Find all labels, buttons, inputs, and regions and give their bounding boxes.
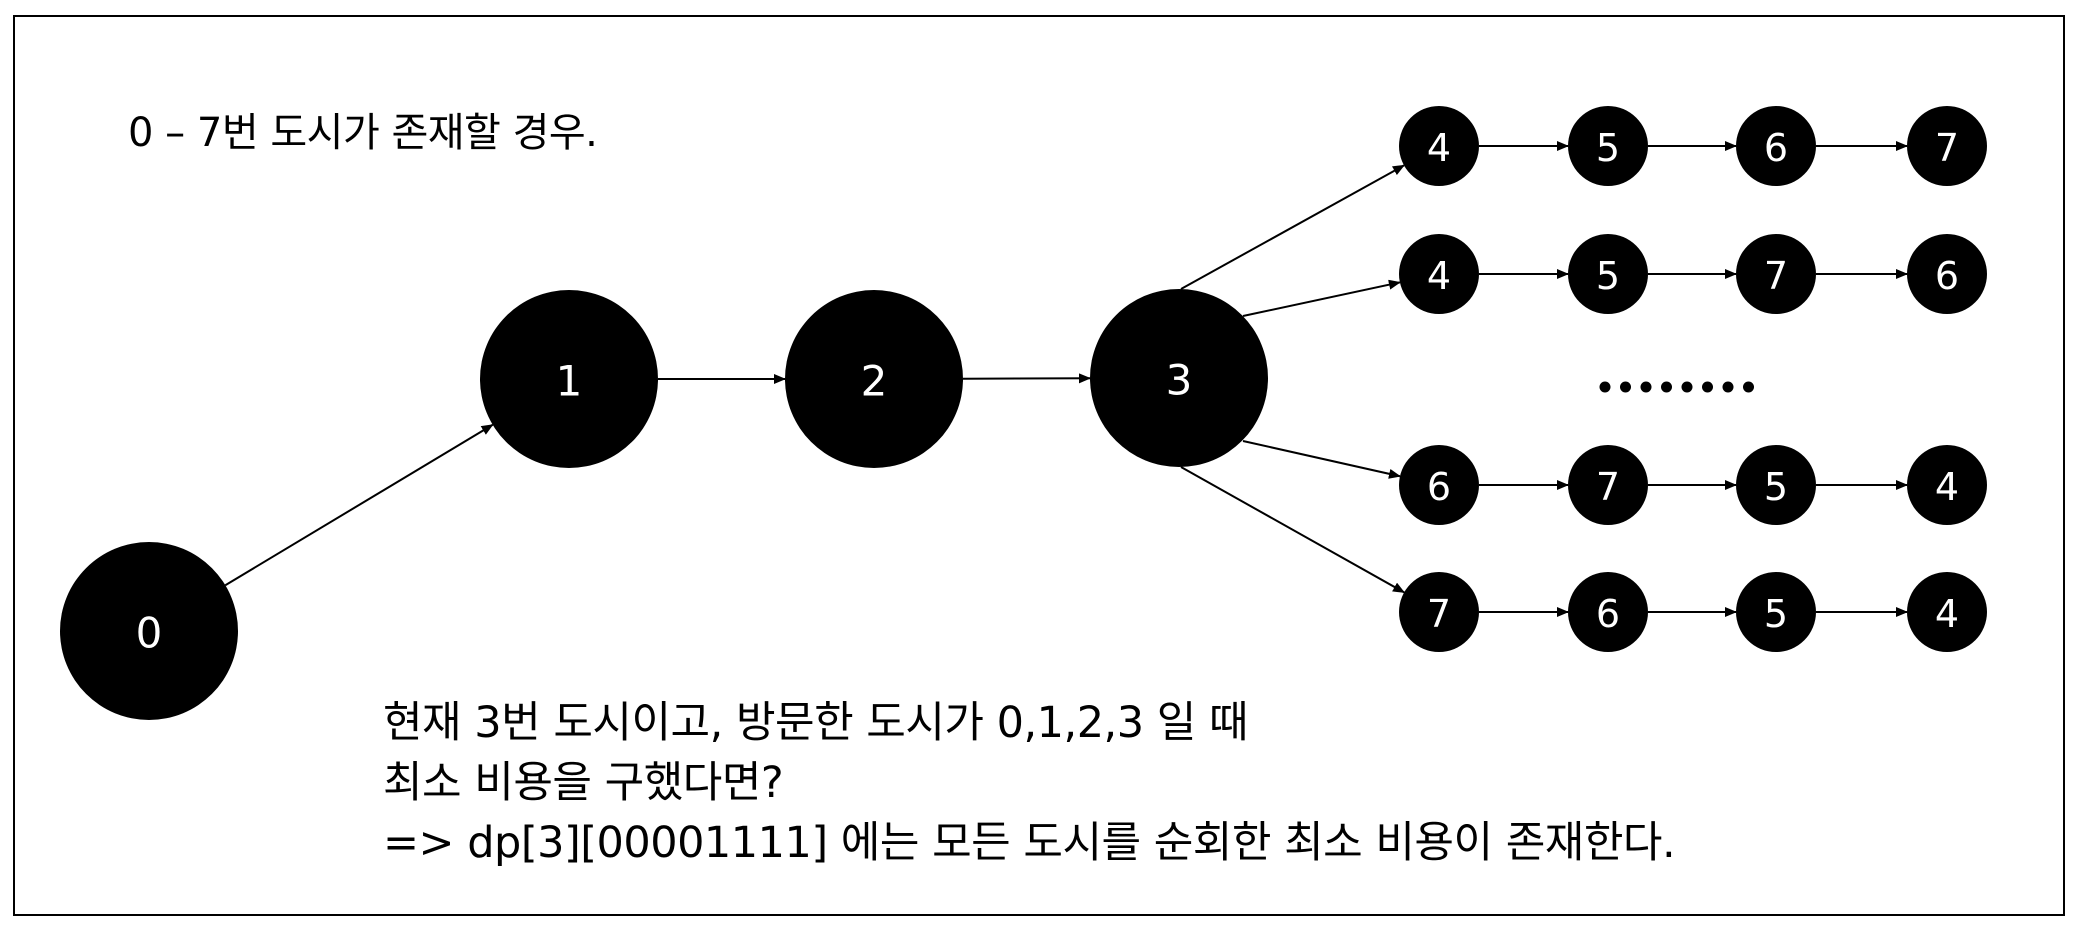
branch-4-node-2-circle	[1568, 572, 1648, 652]
branch-2-node-1-circle	[1399, 234, 1479, 314]
branch-1-node-2-label: 5	[1596, 126, 1620, 170]
diagram-frame	[13, 15, 2065, 916]
branch-4-node-1: 7	[1399, 572, 1479, 652]
branch-4-node-3-label: 5	[1764, 592, 1788, 636]
ellipsis-dot	[1661, 381, 1672, 393]
ellipsis-dot	[1640, 381, 1652, 393]
ellipsis-dot	[1722, 381, 1734, 393]
branch-3-node-3-circle	[1736, 445, 1816, 525]
branch-2-node-1-label: 4	[1427, 254, 1451, 298]
branch-3-node-4: 4	[1907, 445, 1987, 525]
branch-2-node-3-circle	[1736, 234, 1816, 314]
branch-4-entry-edge	[1180, 466, 1406, 594]
branch-1-node-3-label: 6	[1764, 126, 1788, 170]
branch-4-node-4-label: 4	[1935, 592, 1959, 636]
branch-3-node-2-circle	[1568, 445, 1648, 525]
path-node-0-circle	[60, 542, 238, 720]
branch-1-node-3-circle	[1736, 106, 1816, 186]
branch-4-node-2-label: 6	[1596, 592, 1620, 636]
branch-1-node-4-circle	[1907, 106, 1987, 186]
branch-4-node-3: 5	[1736, 572, 1816, 652]
path-node-3: 3	[1090, 289, 1268, 467]
branch-1-node-4: 7	[1907, 106, 1987, 186]
path-node-1: 1	[480, 290, 658, 468]
path-node-0: 0	[60, 542, 238, 720]
branch-4-node-1-label: 7	[1427, 592, 1451, 636]
branch-4-node-3-circle	[1736, 572, 1816, 652]
branch-4-node-1-circle	[1399, 572, 1479, 652]
explanation-note: 현재 3번 도시이고, 방문한 도시가 0,1,2,3 일 때 최소 비용을 구…	[383, 693, 1676, 873]
branch-2-node-3-label: 7	[1764, 254, 1788, 298]
branch-4-node-2: 6	[1568, 572, 1648, 652]
path-node-1-circle	[480, 290, 658, 468]
ellipsis-dot	[1681, 381, 1693, 393]
branch-2-entry-edge	[1242, 279, 1401, 317]
note-line-1: 현재 3번 도시이고, 방문한 도시가 0,1,2,3 일 때	[383, 698, 1249, 748]
branch-1-node-2: 5	[1568, 106, 1648, 186]
path-node-0-label: 0	[136, 609, 163, 658]
path-node-1-label: 1	[556, 357, 583, 406]
branch-3-node-4-label: 4	[1935, 465, 1959, 509]
path-node-2-circle	[785, 290, 963, 468]
ellipsis-dot	[1702, 381, 1713, 393]
path-node-2-label: 2	[861, 357, 888, 406]
branch-2-node-2: 5	[1568, 234, 1648, 314]
diagram-title: 0 – 7번 도시가 존재할 경우.	[128, 110, 598, 156]
branch-3-node-2-label: 7	[1596, 465, 1620, 509]
branch-1-node-3: 6	[1736, 106, 1816, 186]
ellipsis-dot	[1599, 381, 1611, 393]
branch-1-node-2-circle	[1568, 106, 1648, 186]
path-node-3-circle	[1090, 289, 1268, 467]
path-edge-0	[224, 423, 494, 587]
branch-2-node-4-label: 6	[1935, 254, 1959, 298]
nodes-layer: 0 1 2 3 4 5 6 7 4 5 7 6 6 7 5 4 7 6 5 4	[60, 106, 1987, 720]
edges-layer	[224, 141, 1908, 617]
branch-3-node-2: 7	[1568, 445, 1648, 525]
branch-2-node-2-circle	[1568, 234, 1648, 314]
branch-3-node-3: 5	[1736, 445, 1816, 525]
branch-2-node-1: 4	[1399, 234, 1479, 314]
branch-2-node-4-circle	[1907, 234, 1987, 314]
branch-3-node-1-label: 6	[1427, 465, 1451, 509]
path-node-2: 2	[785, 290, 963, 468]
branch-1-node-1-circle	[1399, 106, 1479, 186]
branch-1-entry-edge	[1180, 164, 1405, 290]
branch-1-node-1: 4	[1399, 106, 1479, 186]
branch-2-node-4: 6	[1907, 234, 1987, 314]
ellipsis-dot	[1743, 381, 1754, 393]
branch-3-node-1: 6	[1399, 445, 1479, 525]
branch-3-node-1-circle	[1399, 445, 1479, 525]
branch-3-node-3-label: 5	[1764, 465, 1788, 509]
ellipsis-dots	[1599, 381, 1754, 393]
branch-4-node-4: 4	[1907, 572, 1987, 652]
branch-2-node-3: 7	[1736, 234, 1816, 314]
path-node-3-label: 3	[1166, 356, 1193, 405]
branch-1-node-4-label: 7	[1935, 126, 1959, 170]
note-line-2: 최소 비용을 구했다면?	[383, 758, 784, 808]
branch-3-entry-edge	[1242, 440, 1401, 479]
ellipsis-dot	[1620, 381, 1631, 393]
branch-2-node-2-label: 5	[1596, 254, 1620, 298]
branch-4-node-4-circle	[1907, 572, 1987, 652]
branch-1-node-1-label: 4	[1427, 126, 1451, 170]
note-line-3: => dp[3][00001111] 에는 모든 도시를 순회한 최소 비용이 …	[383, 818, 1676, 868]
branch-3-node-4-circle	[1907, 445, 1987, 525]
